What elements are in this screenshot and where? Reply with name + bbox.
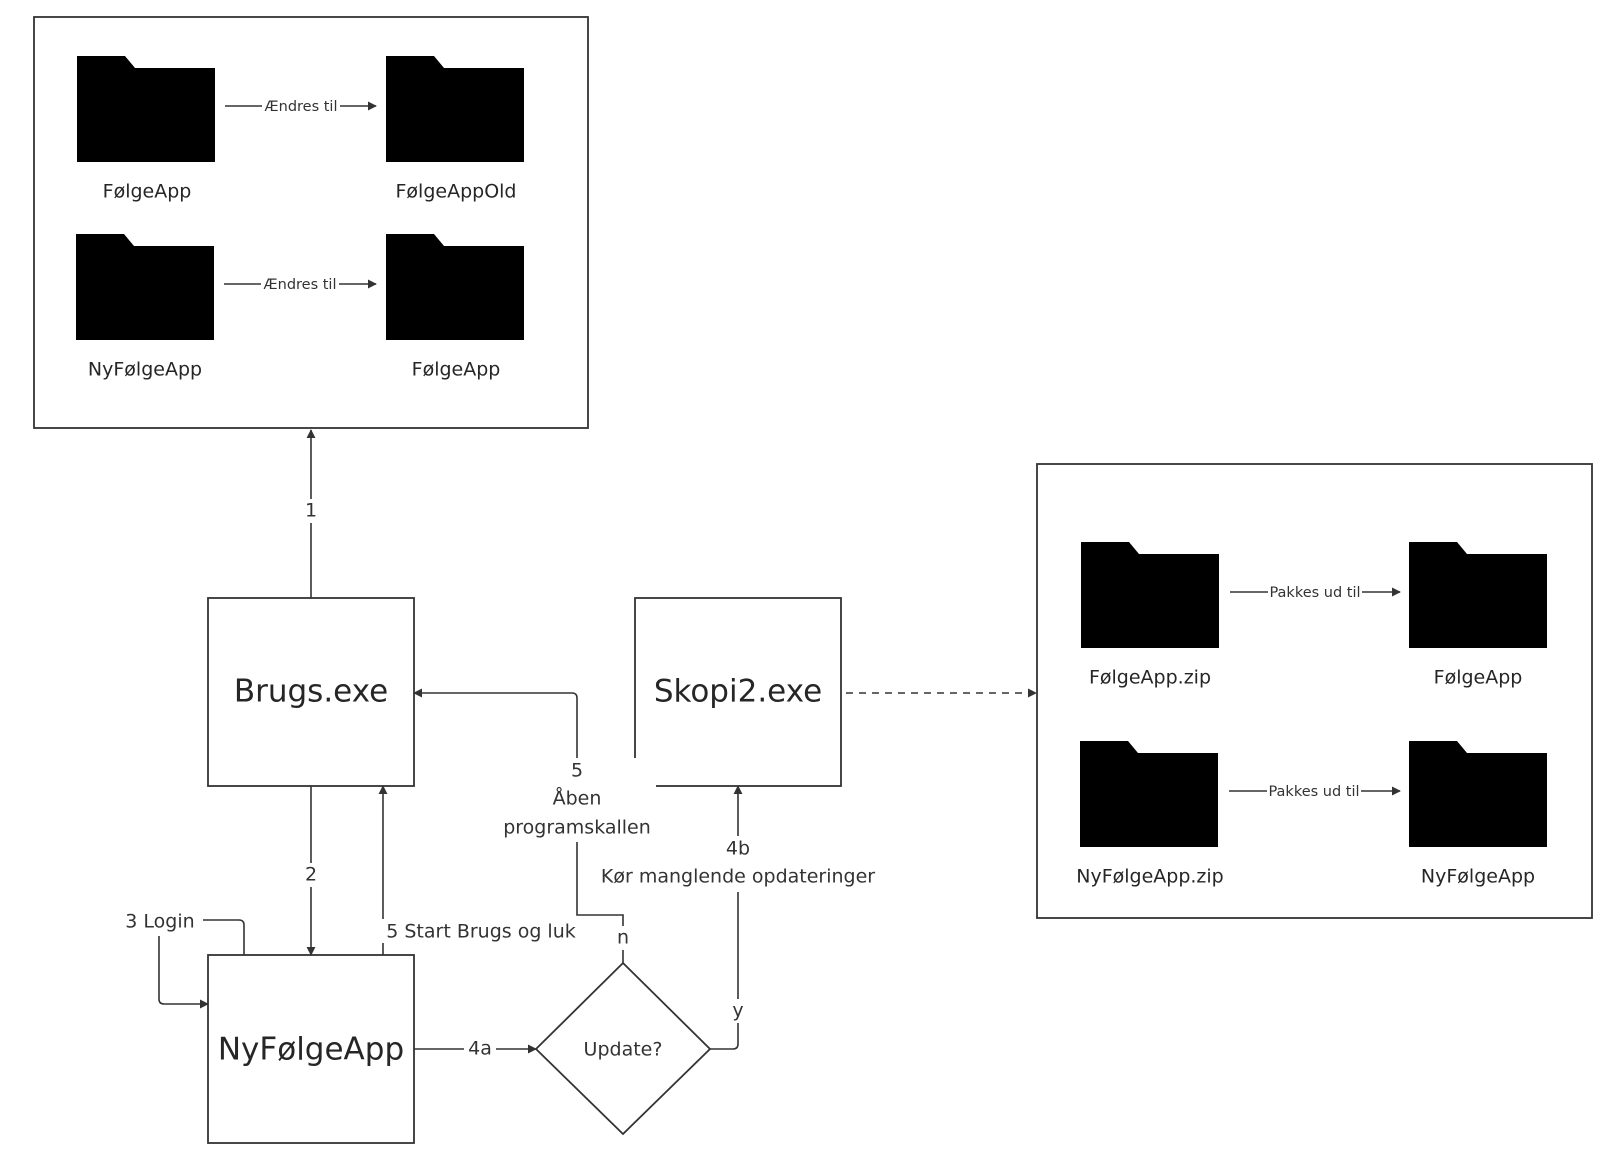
folder-icon xyxy=(1080,741,1218,847)
folder-icon xyxy=(77,56,215,162)
edge-1-label: 1 xyxy=(305,500,317,522)
brugs-node xyxy=(207,597,415,787)
edge-4b-text: Kør manglende opdateringer xyxy=(601,866,875,888)
start-label: 5 Start Brugs og luk xyxy=(386,921,576,943)
edge-5-line2: programskallen xyxy=(503,817,651,839)
unpack-label-2: Pakkes ud til xyxy=(1268,784,1359,800)
edge-4b-num: 4b xyxy=(726,838,750,860)
folder-icon xyxy=(386,56,524,162)
edge-5-line1: Åben xyxy=(553,787,602,810)
folder-icon xyxy=(386,234,524,340)
edge-4a-label: 4a xyxy=(468,1038,492,1060)
edge-yes-updates xyxy=(710,785,743,1050)
nyfolgeapp-label: NyFølgeApp xyxy=(218,1032,404,1068)
unpack-label-1: Pakkes ud til xyxy=(1269,585,1360,601)
unpack-panel xyxy=(1036,463,1593,919)
login-label: 3 Login xyxy=(125,911,194,933)
folder-label-folgeappold: FølgeAppOld xyxy=(396,181,517,203)
folder-label-nyfolgeapp-2: NyFølgeApp xyxy=(1421,866,1535,888)
update-decision xyxy=(534,961,712,1136)
login-loop-top xyxy=(203,919,245,955)
folder-label-nyfolgeapp: NyFølgeApp xyxy=(88,359,202,381)
folder-label-folgeapp: FølgeApp xyxy=(103,181,192,203)
decision-label: Update? xyxy=(584,1039,663,1061)
folder-icon xyxy=(1081,542,1219,648)
brugs-label: Brugs.exe xyxy=(234,674,388,710)
folder-label-folgeapp-zip: FølgeApp.zip xyxy=(1089,667,1211,689)
rename-label-1: Ændres til xyxy=(265,99,338,115)
folder-icon xyxy=(76,234,214,340)
skopi-node xyxy=(634,597,842,787)
no-label: n xyxy=(617,927,629,949)
nyfolgeapp-node xyxy=(207,954,415,1144)
folder-icon xyxy=(1409,741,1547,847)
folder-label-folgeapp-2: FølgeApp xyxy=(412,359,501,381)
folder-label-nyfolgeapp-zip: NyFølgeApp.zip xyxy=(1076,866,1224,888)
edge-5-num: 5 xyxy=(571,760,583,782)
rename-label-2: Ændres til xyxy=(264,277,337,293)
edge-no-open-shell xyxy=(413,688,624,963)
login-loop xyxy=(158,936,209,1009)
yes-label: y xyxy=(732,1000,743,1022)
folder-icon xyxy=(1409,542,1547,648)
folder-label-folgeapp-3: FølgeApp xyxy=(1434,667,1523,689)
edge-2-label: 2 xyxy=(305,864,317,886)
skopi-label: Skopi2.exe xyxy=(654,674,822,710)
